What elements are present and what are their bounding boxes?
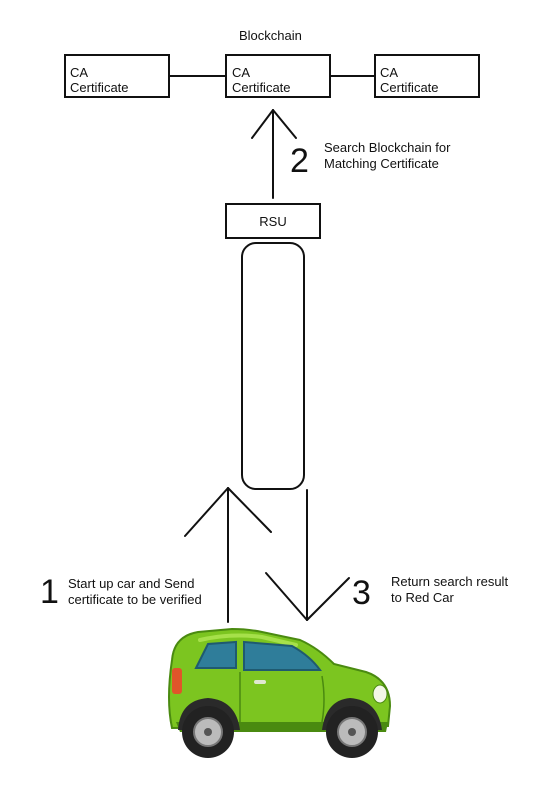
car-rear-window bbox=[194, 640, 237, 669]
rsu-label: RSU bbox=[259, 214, 287, 229]
step-2-text: Search Blockchain for Matching Certifica… bbox=[324, 140, 451, 171]
ca-certificate-box-3: CA Certificate bbox=[374, 54, 480, 98]
arrow-step-2 bbox=[251, 109, 297, 199]
car-taillight bbox=[172, 668, 182, 694]
ca-certificate-1-line1: CA bbox=[70, 65, 89, 80]
step-1-text: Start up car and Send certificate to be … bbox=[68, 576, 202, 607]
step-1-number: 1 bbox=[40, 573, 59, 611]
ca-certificate-3-line1: CA bbox=[380, 65, 399, 80]
car-illustration bbox=[168, 627, 392, 758]
step-3-number: 3 bbox=[352, 574, 371, 612]
communication-channel bbox=[241, 242, 305, 490]
car-rear-wheel bbox=[182, 706, 234, 758]
ca-certificate-1-line2: Certificate bbox=[70, 80, 129, 95]
step-3-text: Return search result to Red Car bbox=[391, 574, 509, 605]
car-front-window bbox=[243, 640, 322, 671]
ca-certificate-3-line2: Certificate bbox=[380, 80, 439, 95]
car-headlight bbox=[372, 684, 388, 704]
arrow-step-3 bbox=[265, 489, 350, 621]
car-front-wheel bbox=[326, 706, 378, 758]
blockchain-title: Blockchain bbox=[239, 28, 302, 43]
ca-certificate-2-line2: Certificate bbox=[232, 80, 291, 95]
rsu-box: RSU bbox=[225, 203, 321, 239]
arrow-step-1 bbox=[184, 487, 272, 623]
step-2-number: 2 bbox=[290, 142, 309, 180]
ca-certificate-2-line1: CA bbox=[232, 65, 251, 80]
